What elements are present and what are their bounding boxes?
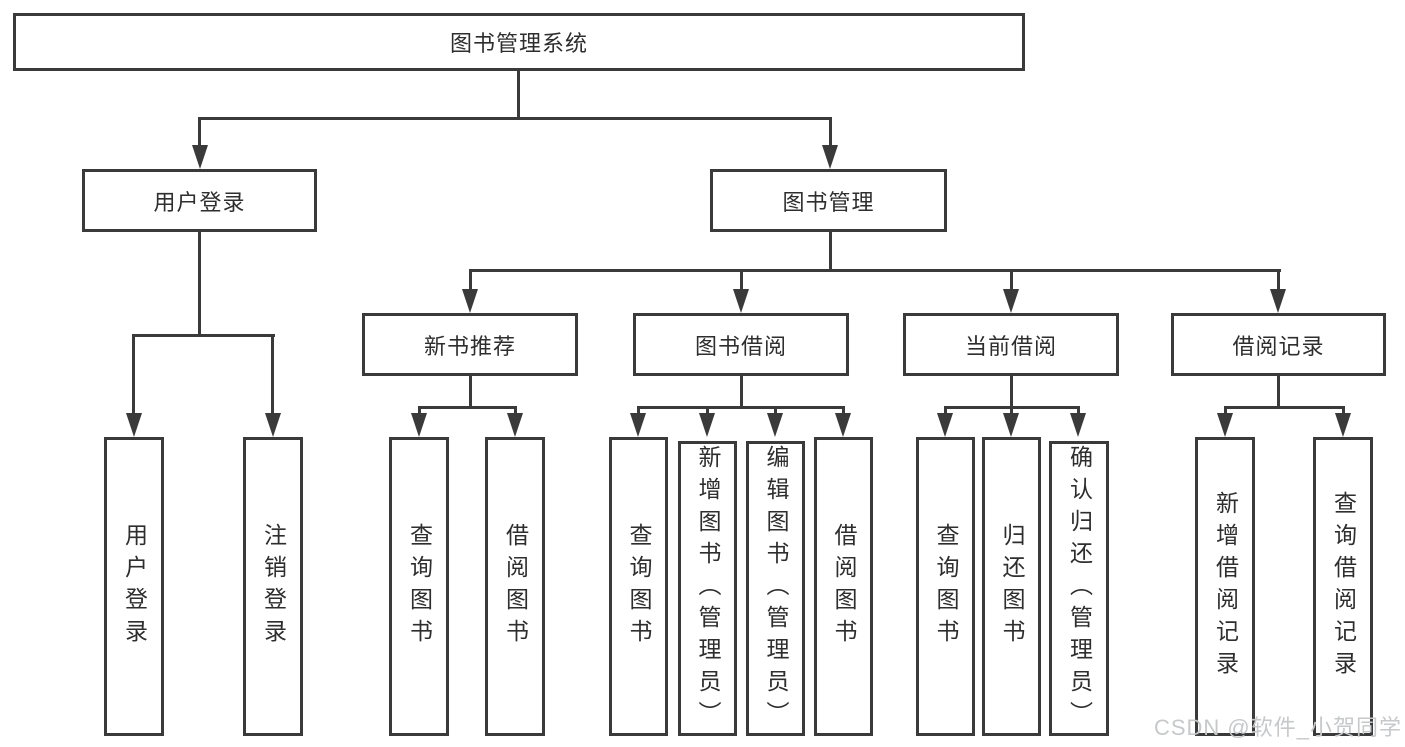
connector-rail	[637, 406, 845, 409]
leaf-logout: 注销登录	[243, 437, 303, 736]
connector-drop-leaf	[418, 406, 421, 416]
arrowhead-icon	[1217, 413, 1233, 437]
connector-drop-borrow-records	[1277, 269, 1280, 292]
connector-drop-leaf	[1010, 406, 1013, 416]
leaf-query-books: 查询图书	[916, 437, 975, 736]
arrowhead-icon	[1003, 413, 1019, 437]
connector-drop-leaf	[637, 406, 640, 416]
node-book-borrowing: 图书借阅	[633, 313, 849, 376]
node-current-borrowing: 当前借阅	[903, 313, 1119, 376]
leaf-return-books: 归还图书	[982, 437, 1041, 736]
connector-stem	[1010, 376, 1013, 409]
arrowhead-icon	[1070, 413, 1086, 437]
arrowhead-icon	[126, 413, 142, 437]
leaf-borrow-books: 借阅图书	[814, 437, 873, 736]
leaf-query-books: 查询图书	[609, 437, 668, 736]
arrowhead-icon	[733, 289, 749, 313]
leaf-confirm-return-admin: 确认归还（管理员）	[1049, 441, 1109, 736]
connector-drop-book-borrow	[740, 269, 743, 292]
arrowhead-icon	[1335, 413, 1351, 437]
arrowhead-icon	[265, 413, 281, 437]
node-library-system: 图书管理系统	[13, 13, 1025, 71]
connector-drop-leaf	[514, 406, 517, 416]
arrowhead-icon	[767, 413, 783, 437]
connector-stem	[469, 376, 472, 409]
connector-user-login-stem	[198, 232, 201, 337]
leaf-borrow-books: 借阅图书	[485, 437, 545, 736]
connector-drop-current-borrow	[1010, 269, 1013, 292]
arrowhead-icon	[835, 413, 851, 437]
connector-level3-rail	[469, 269, 1281, 272]
node-borrowing-records: 借阅记录	[1171, 313, 1386, 376]
connector-drop-user-login	[198, 117, 201, 148]
arrowhead-icon	[411, 413, 427, 437]
connector-book-management-stem	[829, 232, 832, 272]
arrowhead-icon	[822, 145, 838, 169]
connector-drop-leaf	[1342, 406, 1345, 416]
node-new-book-recommend: 新书推荐	[362, 313, 578, 376]
connector-stem	[740, 376, 743, 409]
connector-drop-leaf	[1224, 406, 1227, 416]
leaf-edit-books-admin: 编辑图书（管理员）	[746, 441, 805, 736]
watermark: CSDN @软件_小贺同学	[1153, 715, 1402, 740]
leaf-query-books: 查询图书	[389, 437, 449, 736]
connector-drop-new-book	[469, 269, 472, 292]
node-user-login-group: 用户登录	[82, 169, 317, 232]
leaf-user-login: 用户登录	[104, 437, 164, 736]
connector-rail	[1224, 406, 1345, 409]
connector-level2-rail	[198, 117, 832, 120]
leaf-add-borrow-record: 新增借阅记录	[1195, 437, 1255, 736]
connector-drop-book-management	[829, 117, 832, 148]
arrowhead-icon	[1270, 289, 1286, 313]
arrowhead-icon	[192, 145, 208, 169]
arrowhead-icon	[937, 413, 953, 437]
connector-root-stem	[517, 70, 520, 120]
connector-drop-leaf	[1077, 406, 1080, 416]
connector-drop-leaf	[706, 406, 709, 416]
connector-drop-leaf	[132, 334, 135, 416]
connector-drop-leaf	[944, 406, 947, 416]
arrowhead-icon	[630, 413, 646, 437]
connector-drop-leaf	[774, 406, 777, 416]
arrowhead-icon	[1003, 289, 1019, 313]
leaf-query-borrow-record: 查询借阅记录	[1313, 437, 1373, 736]
leaf-add-books-admin: 新增图书（管理员）	[678, 441, 737, 736]
arrowhead-icon	[699, 413, 715, 437]
connector-drop-leaf	[271, 334, 274, 416]
arrowhead-icon	[507, 413, 523, 437]
connector-rail	[418, 406, 517, 409]
arrowhead-icon	[462, 289, 478, 313]
node-book-management: 图书管理	[710, 169, 947, 232]
connector-stem	[1277, 376, 1280, 409]
connector-user-login-rail	[132, 334, 275, 337]
connector-drop-leaf	[842, 406, 845, 416]
